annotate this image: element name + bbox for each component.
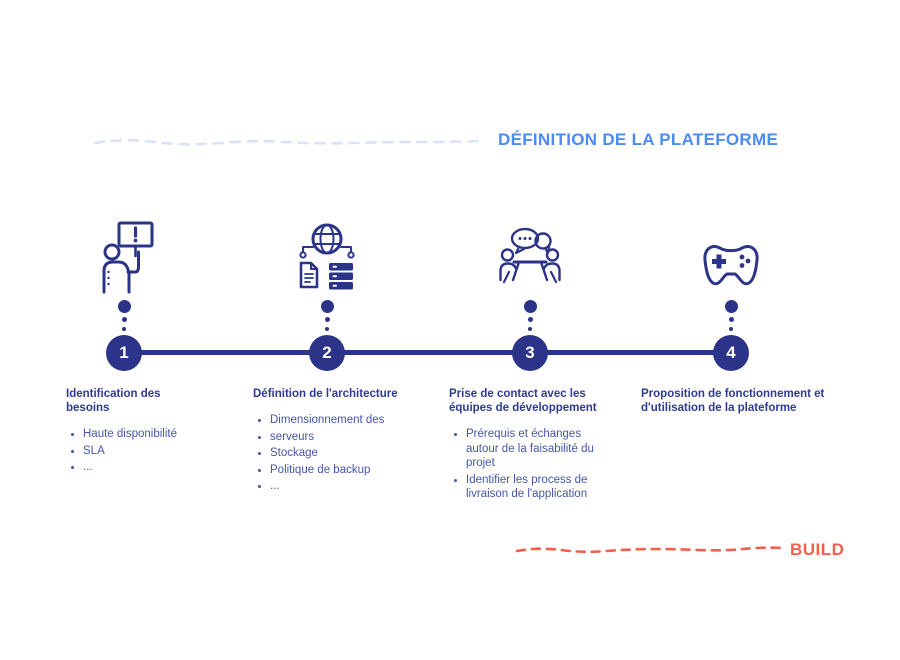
step-4-number: 4 (726, 343, 736, 362)
step-4-dot-connector (724, 300, 738, 331)
step-1-title: Identification des besoins (66, 388, 161, 414)
step-2-dot-connector (320, 300, 334, 331)
step-3-dot-connector (523, 300, 537, 331)
step-3-number-badge: 3 (512, 335, 548, 371)
list-item: ... (270, 479, 418, 494)
step-1-dot-connector (117, 300, 131, 331)
list-item: Dimensionnement des (270, 413, 418, 428)
step-3-title: Prise de contact avec les équipes de dév… (449, 388, 597, 414)
step-1-text-block: Identification des besoins Haute disponi… (66, 387, 198, 477)
step-4-text-block: Proposition de fonctionnement et d'utili… (641, 387, 831, 415)
step-2-bullet-list: Dimensionnement des serveurs Stockage Po… (253, 413, 418, 494)
phase-title-definition: DÉFINITION DE LA PLATEFORME (498, 130, 779, 149)
globe-infrastructure-icon (299, 223, 355, 290)
step-4-title: Proposition de fonctionnement et d'utili… (641, 388, 825, 414)
list-item: ... (83, 460, 198, 475)
team-discussion-icon (499, 227, 561, 284)
person-sign-icon (102, 221, 154, 294)
step-3-text-block: Prise de contact avec les équipes de dév… (449, 387, 607, 504)
step-2-text-block: Définition de l'architecture Dimensionne… (253, 387, 418, 496)
step-3-bullet-list: Prérequis et échanges autour de la faisa… (449, 427, 607, 502)
step-2-number-badge: 2 (309, 335, 345, 371)
list-item: Haute disponibilité (83, 427, 198, 442)
build-phase-dashed-line (515, 546, 785, 554)
list-item: SLA (83, 444, 198, 459)
definition-phase-dashed-line (93, 138, 487, 146)
step-1-bullet-list: Haute disponibilité SLA ... (66, 427, 198, 475)
step-3-number: 3 (525, 343, 535, 362)
list-item: serveurs (270, 430, 418, 445)
step-2-title: Définition de l'architecture (253, 388, 398, 400)
phase-label-build: BUILD (790, 540, 845, 559)
step-1-number-badge: 1 (106, 335, 142, 371)
game-controller-icon (703, 245, 759, 286)
step-1-number: 1 (119, 343, 129, 362)
list-item: Stockage (270, 446, 418, 461)
list-item: Identifier les process de livraison de l… (466, 473, 607, 502)
step-4-number-badge: 4 (713, 335, 749, 371)
list-item: Prérequis et échanges autour de la faisa… (466, 427, 607, 471)
list-item: Politique de backup (270, 463, 418, 478)
timeline-line (124, 350, 731, 355)
step-2-number: 2 (322, 343, 332, 362)
